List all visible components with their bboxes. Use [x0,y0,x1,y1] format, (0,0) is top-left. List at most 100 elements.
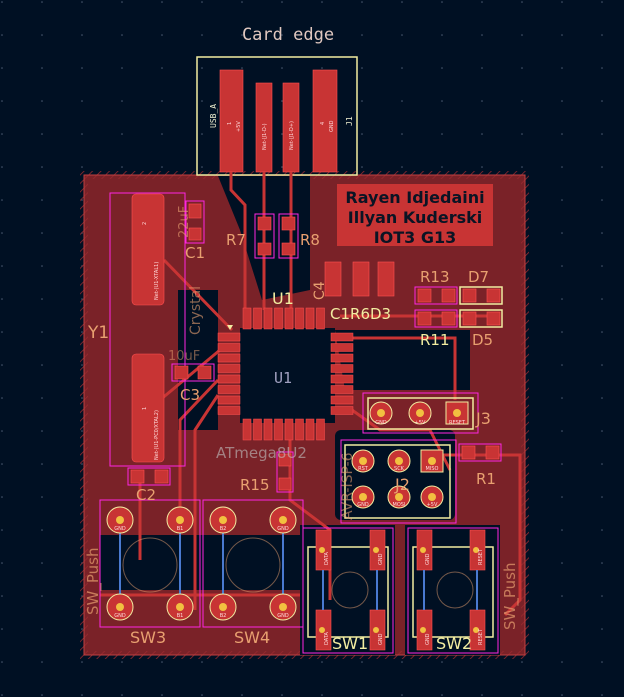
j2-drill [359,457,367,465]
c1-value: 22uF [177,206,192,238]
credit-line-1: Rayen Idjedaini [345,188,484,207]
j1-pad2-net: Net-(J1-D-) [262,123,268,150]
u1-pad [217,364,241,373]
u1-pad [217,385,241,394]
switch-sw2[interactable]: GND GND RESET RESET [407,527,499,654]
header-j3[interactable]: GND +5V RESET J3 [362,392,491,434]
j2-drill [359,493,367,501]
u1-value: ATmega8U2 [216,444,307,462]
r15-label: R15 [240,476,270,494]
u1-pad [330,406,354,415]
crystal-y1[interactable]: Net-(U1-XTAL1) Net-(U1-PC0/XTAL2) 2 1 Y1… [87,192,204,467]
c1r6d3-label: C1R6D3 [330,305,391,323]
credit-line-2: Illyan Kuderski [348,208,482,227]
switch-pad-net: GND [378,633,384,645]
silkscreen-labels: C1 22uF R7 R8 C4 C1R6D3 R13 D7 R11 D5 C3… [84,206,520,653]
u1-pad [330,385,354,394]
u1-pad [274,418,283,441]
sw3-label: SW3 [130,628,166,647]
d5-label: D5 [472,331,493,349]
u1-pad [284,307,294,330]
u1-pad [217,353,241,363]
card-edge-label: Card edge [242,25,334,45]
j2-drill [395,457,403,465]
credit-line-3: IOT3 G13 [374,228,457,247]
j1-pad1-num: 1 [227,122,233,125]
u1-pad [330,364,354,373]
switch-pad-net: DATA [324,552,330,565]
u1-pad [330,332,354,342]
switch-pad-net: RESET [478,628,484,645]
u1-pad [330,374,354,384]
j1-pad-4 [312,69,338,173]
u1-pad [295,307,304,330]
connector-j1[interactable]: USB_A 1 +5V Net-(J1-D-) Net-(J1-D+) 4 GN… [196,56,358,176]
sw3-value: SW_Push [84,548,103,615]
j3-ref: J3 [475,409,491,428]
u1-pad [242,307,252,330]
y1-ref: Y1 [87,323,109,343]
switch-pad-net: GND [425,553,431,565]
j1-pad1-net: +5V [236,121,242,132]
j2-ref: J2 [394,475,410,494]
switch-pad-net: GND [378,553,384,565]
u1-pad [274,307,283,330]
j2-drill [395,493,403,501]
j1-pad-1 [219,69,244,173]
credits-block: Rayen Idjedaini Illyan Kuderski IOT3 G13 [337,184,493,247]
d7-label: D7 [468,268,489,286]
u1-pad [263,307,273,330]
switch-pad-net: B1 [177,526,184,532]
j1-pad4-net: GND [329,120,335,132]
u1-pad [305,418,315,441]
j3-pad2-net: +5V [415,420,426,426]
y1-value: Crystal [188,286,204,335]
u1-ref: U1 [272,289,294,308]
y1-pad1-net: Net-(U1-PC0/XTAL2) [154,410,160,460]
c2-label: C2 [136,486,156,504]
y1-pad2-num: 2 [142,222,148,225]
switch-pad-net: B2 [220,613,227,619]
r7-label: R7 [226,231,246,249]
j2-pad-net: MISO [426,466,439,472]
sw1-label: SW1 [332,634,368,653]
switch-pad-net: GND [114,526,126,532]
r13-label: R13 [420,268,450,286]
j2-pad-net: SCK [394,466,405,472]
r8-label: R8 [300,231,320,249]
sw2-value: SW_Push [501,563,520,630]
u1-pad [305,307,315,330]
switch-pad-net: RESET [478,548,484,565]
j2-drill [428,457,436,465]
switch-pad-net: GND [425,633,431,645]
y1-pad2-net: Net-(U1-XTAL1) [154,262,160,300]
u1-pad [263,418,273,441]
j1-pad3-net: Net-(J1-D+) [289,121,295,150]
u1-pad [316,307,325,330]
switch-pad-net: GND [277,526,289,532]
sw2-label: SW2 [436,634,472,653]
j3-pad3-net: GND [375,420,387,426]
u1-pad [295,418,304,441]
c3-value: 10uF [168,349,200,364]
j2-pad-net: +5V [427,502,438,508]
passives[interactable] [127,200,503,493]
u1-pad [217,374,241,384]
mcu-u1[interactable]: U1 U1 ATmega8U2 [216,289,354,462]
u1-pad [217,406,241,415]
j1-pad4-num: 4 [320,122,326,125]
switch-pad-net: GND [277,613,289,619]
j3-pad1-net: RESET [449,420,466,426]
j1-value: USB_A [209,104,218,128]
switch-pad-net: B2 [220,526,227,532]
u1-pad [217,343,241,352]
j1-ref: J1 [345,116,354,126]
r1-label: R1 [476,470,496,488]
c1-label: C1 [185,244,205,262]
switch-pad-net: B1 [177,613,184,619]
